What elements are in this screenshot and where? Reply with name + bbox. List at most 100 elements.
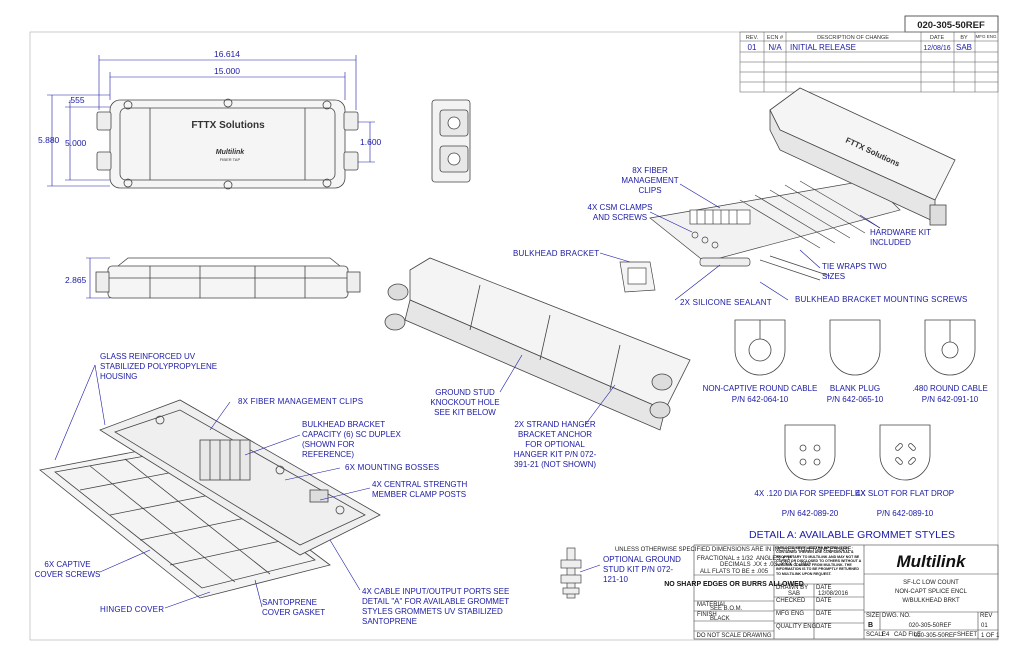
callout-fiber-clips: 8X FIBER MANAGEMENT CLIPS [238,397,363,406]
finish-value: BLACK [710,616,730,622]
scale-label: SCALE [866,632,886,638]
side-view-dimension [86,257,110,299]
tolerances-text: UNLESS OTHERWISE SPECIFIED DIMENSIONS AR… [615,547,853,553]
callout-csm-clamps: 4X CSM CLAMPS AND SCREWS [587,203,653,222]
grommet-3-name: .480 ROUND CABLE [912,384,988,393]
grommet-labels: NON-CAPTIVE ROUND CABLE P/N 642-064-10 B… [703,384,988,518]
revision-table-headers: REV. ECN # DESCRIPTION OF CHANGE DATE BY… [746,34,997,41]
callout-bulkhead-capacity: BULKHEAD BRACKET CAPACITY (6) SC DUPLEX … [302,420,401,459]
revision-table [739,31,999,93]
grommet-4-name: 4X .120 DIA FOR SPEEDFLEX [754,489,866,498]
brand-text: FTTX Solutions [191,120,265,131]
drawing-number-header: 020-305-50REF [904,15,999,33]
callout-captive-screws: 6X CAPTIVE COVER SCREWS [34,560,101,579]
callout-bulkhead-bracket: BULKHEAD BRACKET [513,249,599,258]
drawn-date-label: DATE [816,585,832,591]
callouts: 8X FIBER MANAGEMENT CLIPS 4X CSM CLAMPS … [34,166,968,626]
callout-fiber-clips-kit: 8X FIBER MANAGEMENT CLIPS [621,166,679,195]
dim-port-spacing: 1.600 [360,137,382,147]
mfg-date-label: DATE [816,611,832,617]
callout-ground-kit: OPTIONAL GROUND STUD KIT P/N 072-121-10 [603,555,681,584]
grommet-1-pn: P/N 642-064-10 [732,395,789,404]
title-block-right: Multilink SF-LC LOW COUNT NON-CAPT SPLIC… [866,552,1000,639]
rev-label: REV [980,613,992,619]
grommet-1-name: NON-CAPTIVE ROUND CABLE [703,384,818,393]
confidential-notice-wrap: THIS DOCUMENT AND THE INFORMATION CONTAI… [776,546,862,576]
iso-enclosure-closed [769,87,956,226]
ecn-header: ECN # [767,35,784,41]
rev-value: 01 [748,43,757,52]
ecn-value: N/A [768,43,782,52]
top-view [96,98,359,190]
logo-text: Multilink [216,149,245,156]
dim-overall-length: 16.614 [214,49,240,59]
detail-a-title: DETAIL A: AVAILABLE GROMMET STYLES [749,529,955,541]
flats-text: ALL FLATS TO BE ± .005 [700,569,769,575]
drawing-frame [29,31,999,641]
finish-label: FINISH [697,612,717,618]
ground-stud-kit [560,547,582,599]
tol-angle: ANGLES ± 1° [756,556,793,562]
company-logo: Multilink [897,552,967,571]
callout-tie-wraps: TIE WRAPS TWO SIZES [822,262,887,281]
grommet-4-pn: P/N 642-089-20 [782,509,839,518]
logo-sub-text: FIBER TAP [220,157,241,162]
mfg-header: MFG ENG [976,34,997,39]
rev-value: 01 [981,623,988,629]
title-line-3: W/BULKHEAD BRKT [902,598,960,604]
dwg-label: DWG. NO. [882,613,911,619]
top-view-dimensions [47,55,375,187]
description-value: INITIAL RELEASE [790,43,856,52]
tol-decimal: DECIMALS .XX ± .03 .XXX ± .010 [720,562,811,568]
callout-strand-hanger: 2X STRAND HANGER BRACKET ANCHOR FOR OPTI… [513,420,597,469]
mfg-label: MFG ENG [776,611,804,617]
title-block-left: UNLESS OTHERWISE SPECIFIED DIMENSIONS AR… [615,547,853,639]
by-value: SAB [956,43,972,52]
cad-file: 020-305-50REF [914,633,957,639]
cad-label: CAD FILE [894,632,921,638]
callout-silicone: 2X SILICONE SEALANT [680,298,772,307]
callout-bracket-screws: BULKHEAD BRACKET MOUNTING SCREWS [795,295,968,304]
dwg-number: 020-305-50REF [909,623,952,629]
callout-ports: 4X CABLE INPUT/OUTPUT PORTS SEE DETAIL "… [362,587,510,626]
title-block-grid [693,544,999,640]
material-value: SEE B.O.M. [710,606,743,612]
end-view [431,99,471,183]
do-not-scale: DO NOT SCALE DRAWING [696,633,771,639]
scale-value: 1:4 [881,632,890,638]
hardware-kit [619,179,901,293]
grommet-3-pn: P/N 642-091-10 [922,395,979,404]
callout-ground-stud-hole: GROUND STUD KNOCKOUT HOLE SEE KIT BELOW [430,388,500,417]
title-line-1: SF-LC LOW COUNT [903,580,959,586]
callout-hinged-cover: HINGED COVER [100,605,164,614]
callout-leaders [54,183,881,609]
by-header: BY [960,35,968,41]
grommet-shapes [734,319,976,481]
callout-mounting-bosses: 6X MOUNTING BOSSES [345,463,439,472]
grommet-2-pn: P/N 642-065-10 [827,395,884,404]
dim-body-length: 15.000 [214,66,240,76]
dim-flange: .555 [68,95,85,105]
date-header: DATE [930,35,945,41]
dim-body-width: 5.000 [65,138,87,148]
confidential-notice: THIS DOCUMENT AND THE INFORMATION CONTAI… [776,546,862,576]
grommet-2-name: BLANK PLUG [830,384,880,393]
callout-csm-posts: 4X CENTRAL STRENGTH MEMBER CLAMP POSTS [372,480,468,499]
open-enclosure [39,399,381,599]
side-view [95,257,361,299]
checked-date-label: DATE [816,598,832,604]
revision-row: 01 N/A INITIAL RELEASE 12/08/16 SAB [748,43,972,52]
drawn-by: SAB [788,591,800,597]
iso-enclosure-center [384,257,691,431]
dim-overall-width: 5.880 [38,135,60,145]
sheet-value: 1 OF 1 [981,633,1000,639]
callout-housing: GLASS REINFORCED UV STABILIZED POLYPROPY… [100,352,218,381]
date-value: 12/08/16 [923,45,950,52]
size-value: B [868,622,873,629]
material-label: MATERIAL [697,602,727,608]
title-line-2: NON-CAPT SPLICE ENCL [895,589,968,595]
quality-date-label: DATE [816,624,832,630]
drawn-label: DRAWN BY [776,585,808,591]
edges-text: NO SHARP EDGES OR BURRS ALLOWED [664,581,804,588]
